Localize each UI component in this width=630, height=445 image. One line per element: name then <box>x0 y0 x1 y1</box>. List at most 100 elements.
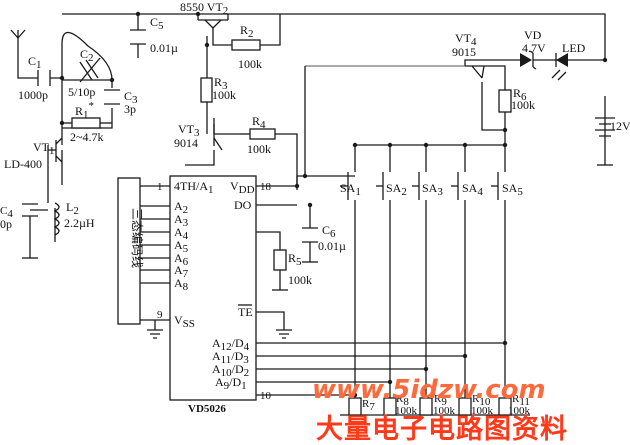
resistor-r6: R6 100k <box>498 86 535 113</box>
svg-text:R9: R9 <box>434 393 447 408</box>
svg-text:0.01µ: 0.01µ <box>150 41 178 55</box>
svg-text:100k: 100k <box>238 57 262 71</box>
svg-text:C2: C2 <box>80 47 94 64</box>
svg-text:8550 VT2: 8550 VT2 <box>180 0 228 17</box>
chip-label: VD5026 <box>188 403 226 415</box>
svg-text:VDD: VDD <box>230 179 255 196</box>
svg-text:L2: L2 <box>66 200 79 217</box>
svg-text:R3: R3 <box>214 75 228 92</box>
svg-text:TE: TE <box>238 305 253 319</box>
svg-text:SA1: SA1 <box>340 181 361 198</box>
svg-text:A11/D3: A11/D3 <box>212 349 249 366</box>
svg-text:A5: A5 <box>174 238 189 255</box>
transistor-vt3: VT3 9014 <box>174 122 240 151</box>
svg-text:A9/D1: A9/D1 <box>215 375 247 392</box>
svg-text:A4: A4 <box>174 225 189 242</box>
svg-text:R4: R4 <box>252 114 266 131</box>
svg-text:100k: 100k <box>212 88 236 102</box>
svg-text:LD-400: LD-400 <box>4 157 42 171</box>
svg-text:LED: LED <box>562 41 586 55</box>
watermark-site: www.5idzw.com <box>312 375 546 405</box>
tristate-bus-box: 三态编码线 <box>117 177 145 325</box>
svg-text:SA3: SA3 <box>422 181 443 198</box>
svg-text:R2: R2 <box>240 23 254 40</box>
svg-text:C5: C5 <box>150 15 164 32</box>
svg-text:A6: A6 <box>174 251 189 268</box>
svg-text:2.2µH: 2.2µH <box>64 216 95 230</box>
led-icon: LED <box>551 41 586 81</box>
svg-text:DO: DO <box>234 198 252 212</box>
svg-text:A2: A2 <box>174 199 188 216</box>
switch-sa3: SA3 <box>412 165 443 210</box>
capacitor-c6: C6 0.01µ <box>302 223 346 253</box>
svg-text:VT4: VT4 <box>455 31 477 48</box>
svg-text:R11: R11 <box>512 393 530 408</box>
resistor-r3: R3 100k <box>200 75 236 103</box>
switch-sa5: SA5 <box>491 165 523 210</box>
svg-text:VSS: VSS <box>174 313 195 330</box>
svg-text:100k: 100k <box>288 273 312 287</box>
switch-sa4: SA4 <box>451 165 483 210</box>
antenna-icon <box>10 29 26 39</box>
resistor-r4: R4 100k <box>247 114 276 156</box>
svg-text:SA2: SA2 <box>386 181 407 198</box>
svg-text:A12/D4: A12/D4 <box>212 336 250 353</box>
chip-vd5026: 1 18 9 10 4TH/A1 VDD DO A2 A3 A4 A5 A6 A… <box>157 175 272 402</box>
transistor-vt1: VT1 LD-400 <box>4 137 63 171</box>
svg-text:R8: R8 <box>396 393 409 408</box>
capacitor-c4: C4 0p <box>0 203 38 231</box>
watermark-cn: 大量电子电路图资料 <box>316 413 568 445</box>
svg-text:9: 9 <box>157 309 163 321</box>
svg-text:12V: 12V <box>610 119 630 133</box>
switch-sa1: SA1 <box>340 165 361 210</box>
svg-text:100k: 100k <box>395 405 418 417</box>
svg-text:100k: 100k <box>508 405 531 417</box>
capacitor-c3: C3 3p <box>104 89 138 116</box>
svg-text:3p: 3p <box>124 102 136 116</box>
svg-text:C1: C1 <box>28 54 42 71</box>
transistor-vt4: VT4 9015 <box>452 31 490 79</box>
capacitor-c5: C5 0.01µ <box>130 15 178 55</box>
svg-text:R1*: R1* <box>75 100 94 121</box>
capacitor-c1: C1 1000p <box>18 54 51 102</box>
svg-text:R6: R6 <box>513 86 527 103</box>
svg-text:2~4.7k: 2~4.7k <box>70 130 104 144</box>
resistor-r11: R11 100k <box>498 393 531 417</box>
svg-text:A8: A8 <box>174 276 189 293</box>
svg-text:VT1: VT1 <box>33 140 55 157</box>
svg-text:4.7V: 4.7V <box>522 41 546 55</box>
svg-text:C4: C4 <box>0 205 13 220</box>
svg-text:VD: VD <box>524 28 542 42</box>
inductor-l2: L2 2.2µH <box>53 200 95 236</box>
svg-text:0.01µ: 0.01µ <box>318 239 346 253</box>
switch-sa2: SA2 <box>376 165 407 210</box>
svg-text:C6: C6 <box>322 223 336 240</box>
svg-text:R5: R5 <box>288 251 302 268</box>
ground-icon <box>147 164 613 339</box>
svg-text:A10/D2: A10/D2 <box>212 362 249 379</box>
svg-text:1000p: 1000p <box>18 88 48 102</box>
svg-text:100k: 100k <box>433 405 456 417</box>
zener-diode-vd: VD 4.7V <box>520 28 546 70</box>
capacitor-c2: C2 5/10p <box>68 47 101 99</box>
svg-text:C3: C3 <box>124 89 138 106</box>
svg-text:SA4: SA4 <box>462 181 483 198</box>
svg-text:4TH/A1: 4TH/A1 <box>174 179 214 196</box>
junction-dots <box>59 11 608 398</box>
svg-text:VT3: VT3 <box>178 122 200 139</box>
svg-text:100k: 100k <box>511 98 535 112</box>
svg-text:1: 1 <box>157 181 163 193</box>
wiring <box>17 13 606 416</box>
svg-text:9014: 9014 <box>174 136 198 150</box>
svg-text:18: 18 <box>260 181 272 193</box>
resistor-r8: R8 100k <box>383 393 418 417</box>
svg-text:100k: 100k <box>247 142 271 156</box>
resistor-r2: R2 100k <box>231 23 262 71</box>
resistor-r10: R10 100k <box>458 393 494 417</box>
resistor-r1: R1* 2~4.7k <box>70 100 104 144</box>
resistor-r9: R9 100k <box>419 393 456 417</box>
svg-text:10: 10 <box>260 390 272 402</box>
svg-text:A7: A7 <box>174 263 189 280</box>
resistor-r5: R5 100k <box>273 249 312 287</box>
battery-icon: 12V <box>595 117 630 137</box>
